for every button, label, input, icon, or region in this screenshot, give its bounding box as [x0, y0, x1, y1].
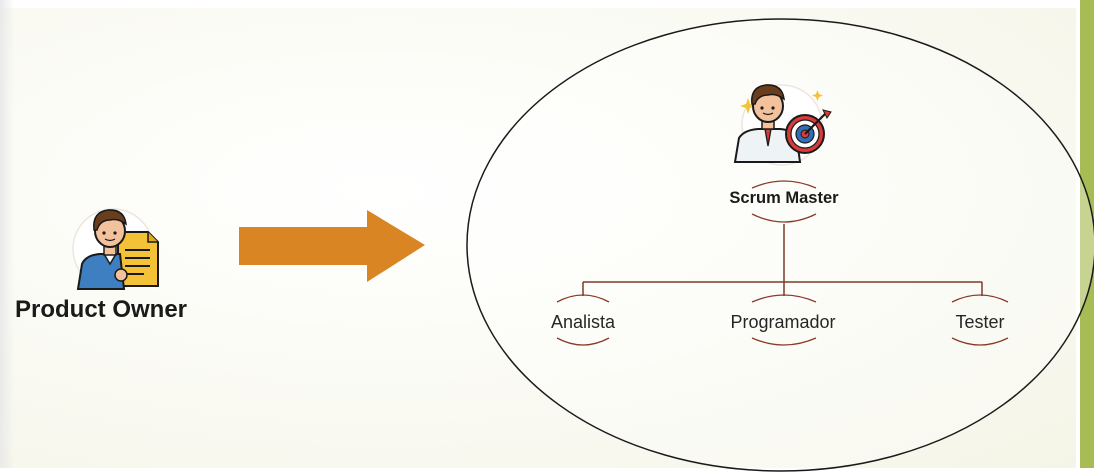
role-node-analista: Analista — [551, 294, 616, 346]
programador-bottom-arc — [751, 337, 817, 346]
role-node-programador: Programador — [730, 294, 836, 346]
role-label-analista: Analista — [551, 312, 616, 332]
role-label-tester: Tester — [955, 312, 1004, 332]
right-accent-bar — [1080, 0, 1094, 474]
product-owner-label: Product Owner — [15, 296, 187, 323]
scrum-master-node: Scrum Master — [729, 180, 839, 223]
product-owner-group: Product Owner — [15, 208, 187, 323]
left-edge-shadow — [0, 0, 14, 474]
analista-top-arc — [556, 294, 610, 303]
scrum-team-circle — [466, 18, 1094, 472]
bottom-strip — [0, 468, 1094, 474]
programador-top-arc — [751, 294, 817, 303]
analista-bottom-arc — [556, 337, 610, 346]
top-strip — [0, 0, 1094, 8]
role-node-tester: Tester — [951, 294, 1009, 346]
right-edge-gap — [1076, 0, 1080, 474]
role-label-programador: Programador — [730, 312, 835, 332]
org-connectors — [582, 224, 983, 296]
scrum-master-label: Scrum Master — [729, 189, 839, 207]
product-owner-avatar-icon — [72, 208, 159, 290]
tester-bottom-arc — [951, 337, 1009, 346]
tester-top-arc — [951, 294, 1009, 303]
right-arrow-shape — [239, 210, 425, 282]
scrum-master-avatar-icon — [733, 84, 832, 166]
scrum-master-top-arc — [751, 180, 817, 189]
scrum-master-bottom-arc — [751, 213, 817, 223]
